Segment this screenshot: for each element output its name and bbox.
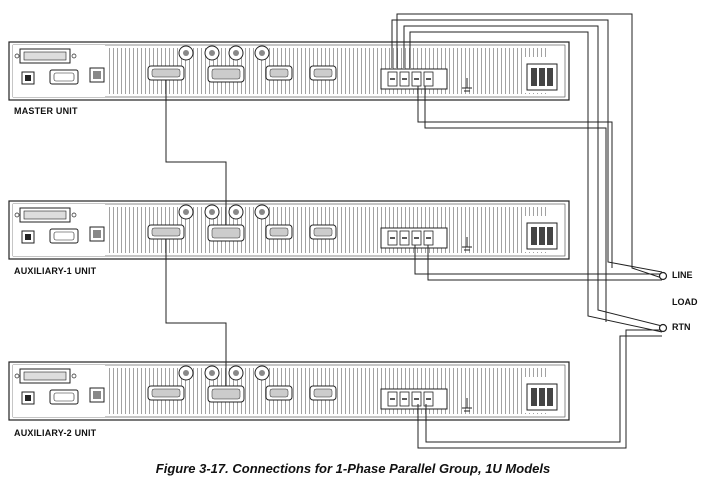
figure-caption: Figure 3-17. Connections for 1-Phase Par… (155, 461, 551, 476)
auxiliary-2-unit-label: AUXILIARY-2 UNIT (14, 428, 97, 438)
auxiliary-1-unit-chassis (8, 200, 570, 260)
parallel-control-cables (165, 80, 227, 386)
auxiliary-2-unit-chassis (8, 361, 570, 421)
output-power-wiring (391, 13, 663, 449)
line-terminal (658, 271, 668, 281)
load-label: LOAD (672, 297, 698, 307)
master-unit-label: MASTER UNIT (14, 106, 78, 116)
rtn-terminal (658, 323, 668, 333)
line-label: LINE (672, 270, 693, 280)
master-unit-chassis (8, 41, 570, 101)
auxiliary-1-unit-label: AUXILIARY-1 UNIT (14, 266, 97, 276)
rtn-label: RTN (672, 322, 691, 332)
